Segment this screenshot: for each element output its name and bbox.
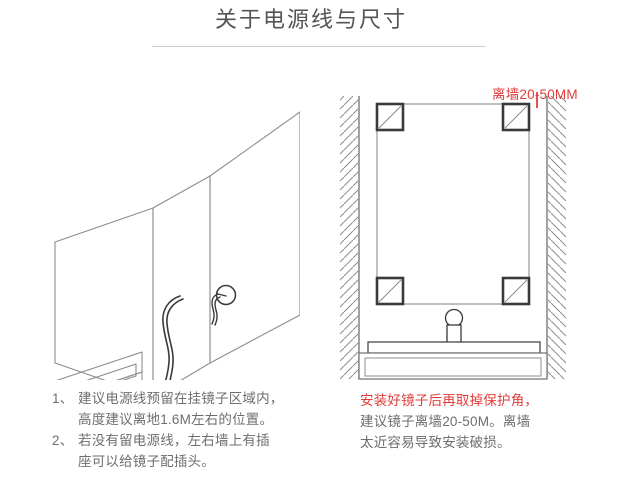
- left-wall: [340, 96, 360, 379]
- corner-protector: [501, 276, 531, 306]
- right-diagram-svg: [340, 92, 566, 380]
- corner-protector: [501, 102, 531, 132]
- mirror-outline: [376, 103, 530, 305]
- wall-panel: [152, 175, 211, 398]
- left-diagram: [50, 100, 301, 419]
- faucet: [444, 308, 464, 344]
- left-caption: 1、 建议电源线预留在挂镜子区域内， 高度建议离地1.6M左右的位置。 2、 若…: [52, 388, 332, 472]
- list-item-line: 座可以给镜子配插头。: [78, 454, 215, 469]
- wall-panel-back: [209, 111, 301, 364]
- corner-protector: [375, 276, 405, 306]
- list-item-line: 建议电源线预留在挂镜子区域内，: [78, 391, 284, 406]
- corner-protector-group: [375, 102, 531, 306]
- vanity-cabinet: [358, 352, 548, 380]
- wall-outlet: [211, 284, 237, 326]
- corner-protector: [375, 102, 405, 132]
- right-caption-line: 建议镜子离墙20-50M。离墙: [360, 414, 531, 429]
- left-diagram-svg: [51, 111, 301, 419]
- list-item-line: 高度建议离地1.6M左右的位置。: [78, 412, 274, 427]
- title-divider: [152, 46, 486, 47]
- counter-top: [367, 341, 541, 354]
- list-item-text: 建议电源线预留在挂镜子区域内， 高度建议离地1.6M左右的位置。: [78, 388, 332, 430]
- page-title: 关于电源线与尺寸: [214, 7, 407, 32]
- list-marker: 1、: [52, 391, 74, 406]
- mirror-panel: [54, 207, 154, 398]
- right-diagram: [335, 78, 585, 383]
- right-caption-line: 太近容易导致安装破损。: [360, 435, 511, 450]
- list-item-line: 若没有留电源线，左右墙上有插: [78, 433, 270, 448]
- list-item-text: 若没有留电源线，左右墙上有插 座可以给镜子配插头。: [78, 430, 332, 472]
- list-marker: 2、: [52, 433, 74, 448]
- list-item: 2、 若没有留电源线，左右墙上有插 座可以给镜子配插头。: [52, 430, 332, 472]
- right-caption-warning: 安装好镜子后再取掉保护角，: [360, 393, 539, 408]
- right-wall: [546, 96, 566, 379]
- wall-gap-label: 离墙20-50MM: [492, 87, 578, 102]
- right-caption: 安装好镜子后再取掉保护角， 建议镜子离墙20-50M。离墙 太近容易导致安装破损…: [360, 390, 605, 453]
- list-item: 1、 建议电源线预留在挂镜子区域内， 高度建议离地1.6M左右的位置。: [52, 388, 332, 430]
- power-cord: [162, 295, 184, 397]
